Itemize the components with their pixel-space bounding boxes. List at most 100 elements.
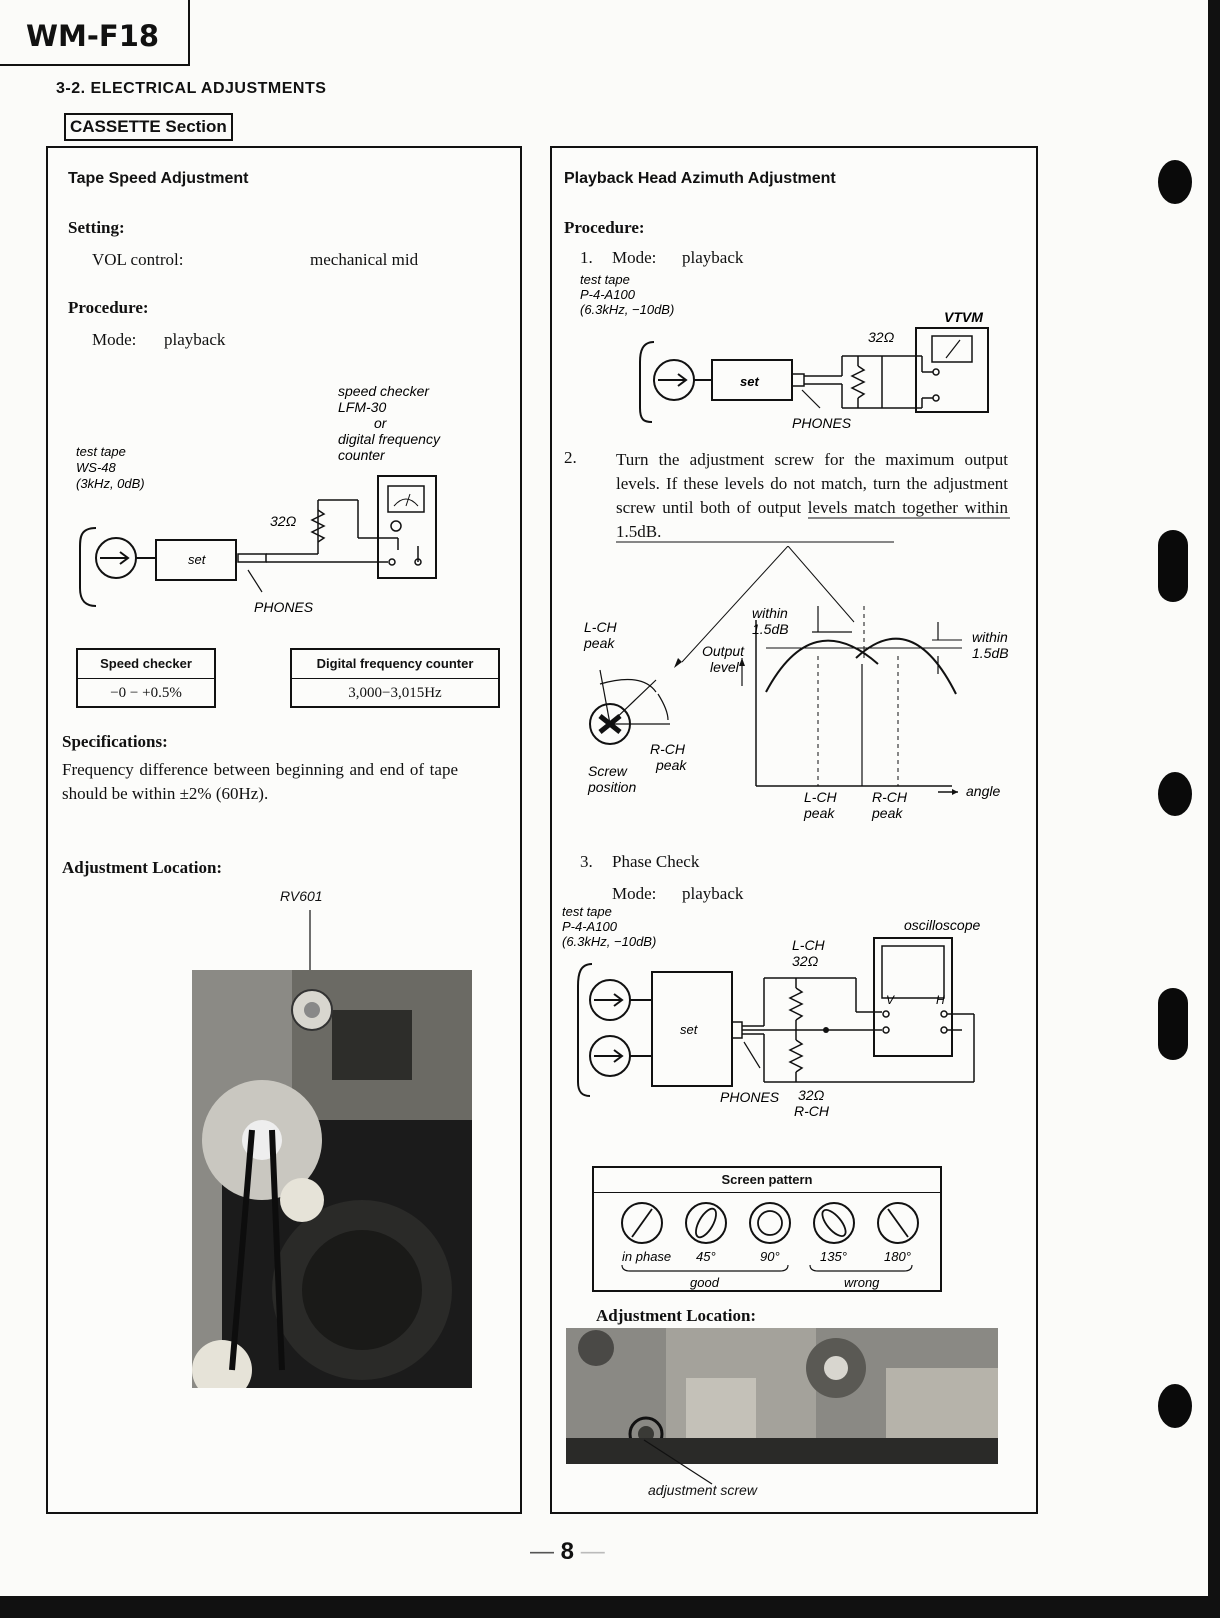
procedure-heading: Procedure: [68, 298, 149, 317]
svg-text:135°: 135° [820, 1249, 847, 1264]
svg-text:45°: 45° [696, 1249, 716, 1264]
azimuth-curve-diagram: L-CH peak Output level within 1.5dB with… [583, 546, 1009, 821]
setting-label: VOL control: [92, 250, 184, 269]
adjustment-location-heading: Adjustment Location: [596, 1306, 757, 1325]
svg-text:peak: peak [583, 635, 615, 651]
adjustment-screw-label: adjustment screw [648, 1482, 757, 1498]
tape-speed-panel: Tape Speed Adjustment Setting: VOL contr… [46, 146, 522, 1514]
vtvm-box [915, 327, 989, 413]
svg-text:P-4-A100: P-4-A100 [580, 287, 636, 302]
step3-number: 3. [580, 852, 593, 871]
panel-title: Playback Head Azimuth Adjustment [564, 170, 836, 187]
svg-text:Screw: Screw [588, 763, 628, 779]
panel-title: Tape Speed Adjustment [68, 170, 249, 187]
svg-text:counter: counter [338, 447, 386, 463]
binder-hole-mark [1158, 772, 1192, 816]
pattern-in-phase-icon [621, 1202, 663, 1244]
vtvm-label: VTVM [944, 309, 983, 325]
step2-underline [616, 517, 1010, 543]
svg-text:R-CH: R-CH [794, 1103, 830, 1118]
pattern-180-icon [877, 1202, 919, 1244]
svg-text:Output: Output [702, 643, 745, 659]
subsection-label: CASSETTE Section [64, 113, 233, 141]
svg-text:1.5dB: 1.5dB [972, 645, 1009, 661]
svg-text:test tape: test tape [562, 904, 612, 919]
resistor-label: 32Ω [270, 513, 297, 529]
svg-text:H: H [936, 993, 945, 1007]
step3-title: Phase Check [612, 852, 700, 871]
svg-text:P-4-A100: P-4-A100 [562, 919, 618, 934]
step2-text: Turn the adjustment screw for the maximu… [616, 450, 1008, 541]
svg-text:32Ω: 32Ω [792, 953, 819, 969]
svg-text:(3kHz, 0dB): (3kHz, 0dB) [76, 476, 145, 491]
mode-label: Mode: [92, 330, 137, 349]
phones-plug [237, 553, 267, 563]
svg-text:LFM-30: LFM-30 [338, 399, 386, 415]
step1-mode-label: Mode: [612, 248, 657, 267]
step3-mode-label: Mode: [612, 884, 657, 903]
checker-label: speed checker [338, 383, 430, 399]
svg-text:1.5dB: 1.5dB [752, 621, 789, 637]
pattern-135-icon [813, 1202, 855, 1244]
test-tape-label: test tape [76, 444, 126, 459]
step1-mode-value: playback [682, 248, 744, 267]
azimuth-vtvm-diagram: test tape P-4-A100 (6.3kHz, −10dB) VTVM … [580, 272, 989, 431]
pattern-45-icon [685, 1202, 727, 1244]
binder-hole-mark [1158, 160, 1192, 204]
model-number: WM-F18 [0, 0, 190, 66]
mode-value: playback [164, 330, 226, 349]
mechanism-photo [192, 970, 472, 1388]
svg-text:32Ω: 32Ω [868, 329, 895, 345]
setting-heading: Setting: [68, 218, 125, 237]
page-number: — 8 — [530, 1538, 605, 1565]
oscilloscope-label: oscilloscope [904, 917, 980, 933]
adj-screw-leader [643, 1439, 713, 1485]
svg-text:set: set [680, 1022, 699, 1037]
svg-text:(6.3kHz, −10dB): (6.3kHz, −10dB) [580, 302, 674, 317]
tape-speed-diagram: speed checker LFM-30 or digital frequenc… [76, 383, 441, 615]
svg-text:PHONES: PHONES [792, 415, 852, 431]
svg-text:peak: peak [655, 757, 687, 773]
rv601-label: RV601 [280, 888, 323, 904]
svg-text:(6.3kHz, −10dB): (6.3kHz, −10dB) [562, 934, 656, 949]
screen-pattern-table: Screen pattern in phase [592, 1166, 942, 1292]
oscilloscope-box [873, 937, 953, 1057]
step2-number: 2. [564, 448, 577, 467]
binder-hole-mark [1158, 1384, 1192, 1428]
svg-text:within: within [752, 605, 788, 621]
pattern-90-icon [749, 1202, 791, 1244]
svg-text:PHONES: PHONES [720, 1089, 780, 1105]
phase-check-diagram: test tape P-4-A100 (6.3kHz, −10dB) oscil… [562, 904, 980, 1118]
svg-text:180°: 180° [884, 1249, 911, 1264]
svg-text:L-CH: L-CH [584, 619, 618, 635]
svg-text:R-CH: R-CH [650, 741, 686, 757]
head-photo [566, 1328, 998, 1464]
specs-heading: Specifications: [62, 732, 168, 751]
binder-hole-mark [1158, 530, 1188, 602]
page-bottom-edge [0, 1596, 1220, 1618]
step3-mode-value: playback [682, 884, 744, 903]
svg-text:L-CH: L-CH [804, 789, 838, 805]
svg-text:set: set [740, 374, 759, 389]
step1-number: 1. [580, 248, 593, 267]
svg-text:level: level [710, 659, 740, 675]
speed-checker-table: Speed checker −0 − +0.5% [76, 648, 216, 708]
svg-text:wrong: wrong [844, 1275, 880, 1290]
phones-label: PHONES [254, 599, 314, 615]
adjustment-location-heading: Adjustment Location: [62, 858, 223, 877]
svg-text:within: within [972, 629, 1008, 645]
svg-text:90°: 90° [760, 1249, 780, 1264]
svg-text:angle: angle [966, 783, 1000, 799]
binder-hole-mark [1158, 988, 1188, 1060]
svg-text:peak: peak [871, 805, 903, 821]
specs-text: Frequency difference between beginning a… [62, 760, 458, 803]
setting-value: mechanical mid [310, 250, 419, 269]
svg-text:or: or [374, 415, 388, 431]
svg-text:32Ω: 32Ω [798, 1087, 825, 1103]
svg-text:digital frequency: digital frequency [338, 431, 441, 447]
svg-text:test tape: test tape [580, 272, 630, 287]
speed-checker-box [377, 475, 437, 579]
svg-text:peak: peak [803, 805, 835, 821]
svg-text:V: V [886, 993, 895, 1007]
section-title: 3-2. ELECTRICAL ADJUSTMENTS [56, 80, 327, 97]
